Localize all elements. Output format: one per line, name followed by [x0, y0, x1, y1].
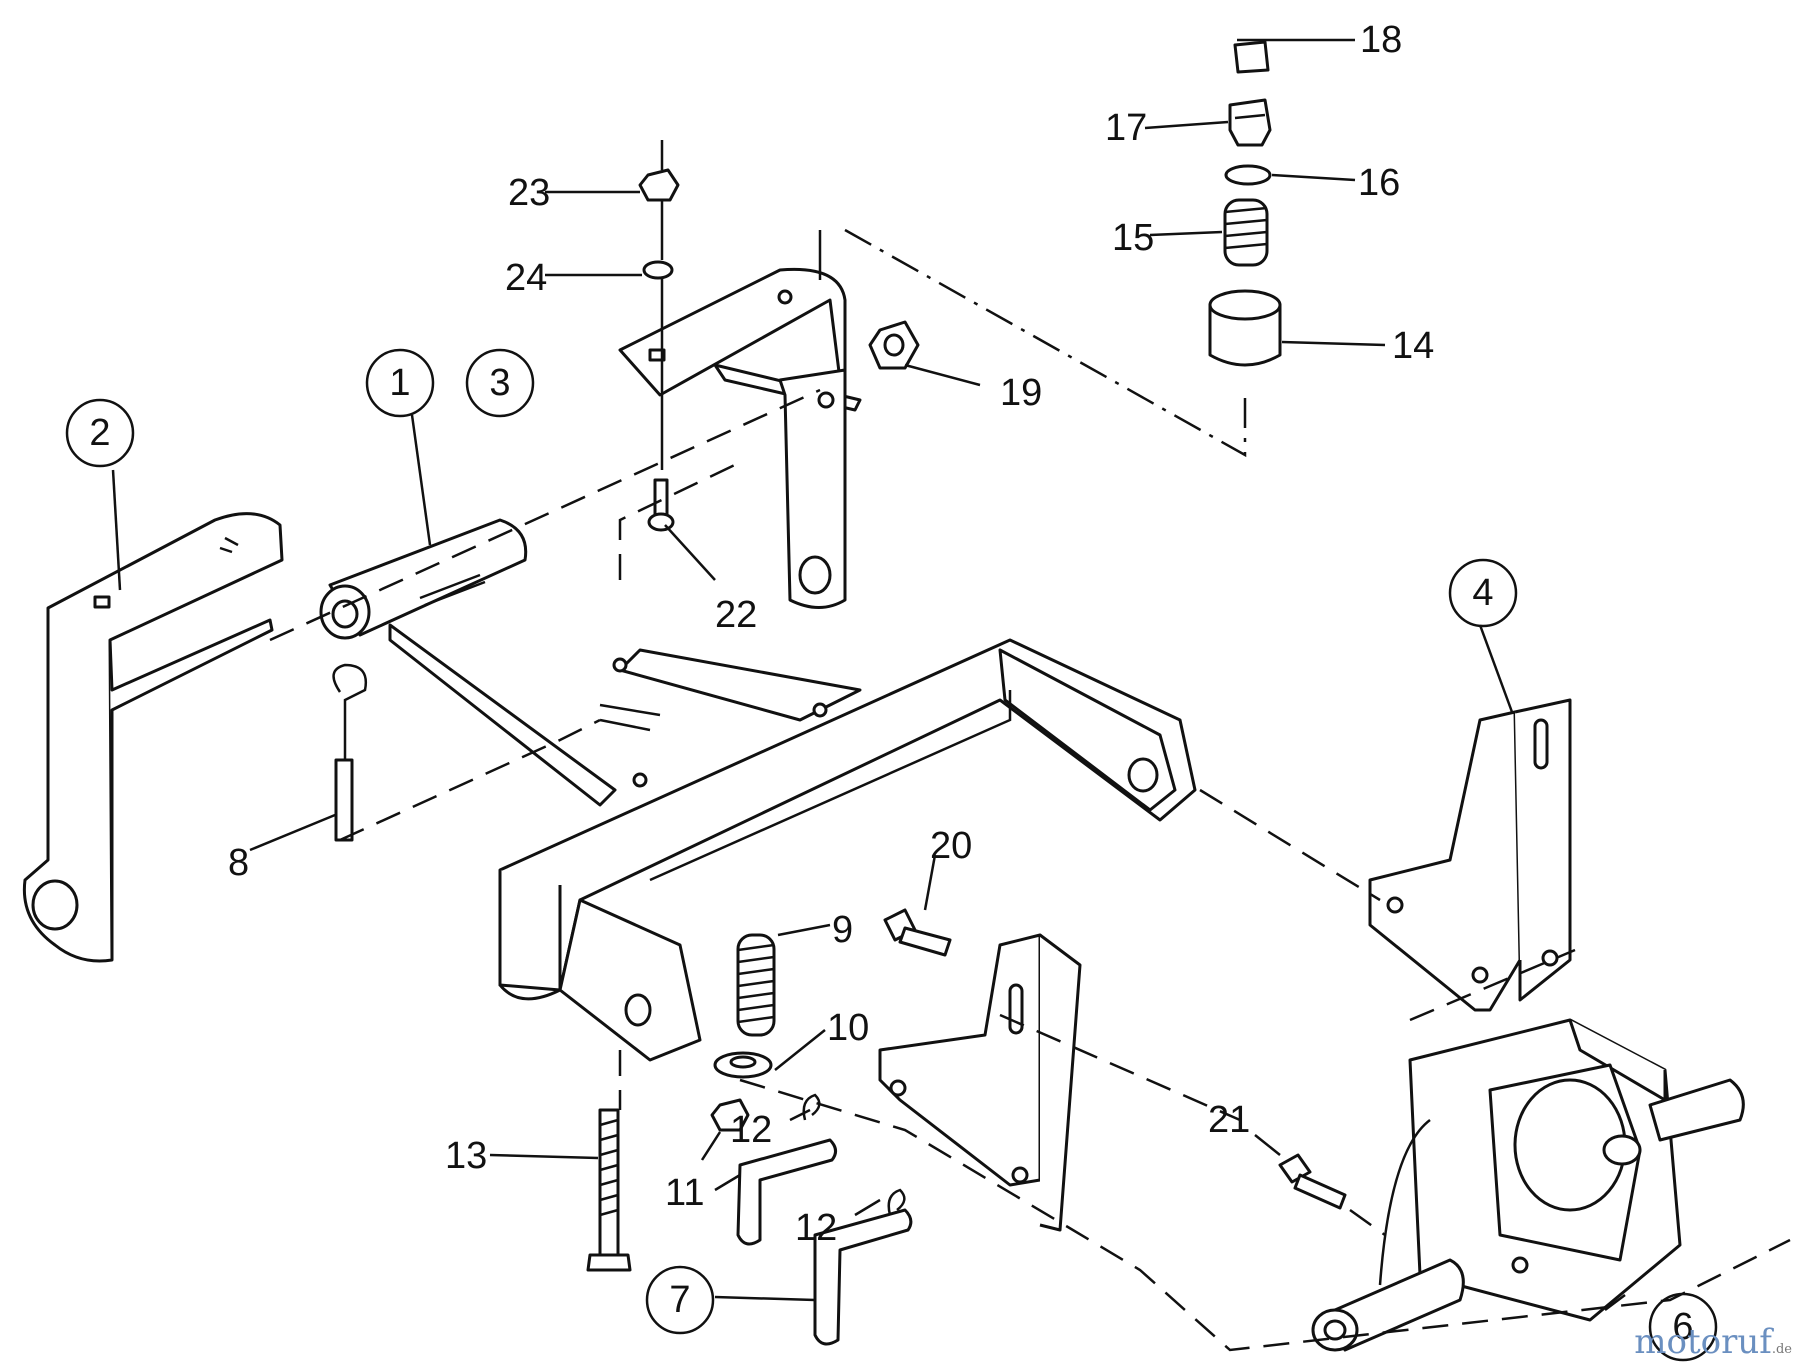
- part-label-14: 14: [1392, 325, 1434, 367]
- bolt-13: [586, 1108, 632, 1272]
- main-frame: [388, 623, 1197, 1062]
- part-label-23: 23: [508, 172, 550, 214]
- part-label-12b: 12: [795, 1207, 837, 1249]
- part-label-16: 16: [1358, 162, 1400, 204]
- watermark-suffix: .de: [1771, 1342, 1792, 1357]
- cross-tube: [319, 518, 528, 640]
- callout-circles: [65, 348, 1718, 1362]
- washer-10: [713, 1051, 773, 1079]
- part-label-8: 8: [228, 842, 249, 884]
- hitch-pin-8: [332, 663, 368, 842]
- part-label-9: 9: [832, 909, 853, 951]
- callout-label-6: 6: [1672, 1306, 1693, 1348]
- nut-11: [710, 1098, 750, 1132]
- screw-22: [647, 478, 675, 532]
- part-number-labels: 8 9 10 11 12 12 13 14 15 16 17 18 19 20 …: [228, 19, 1434, 1249]
- gearbox-housing: [1311, 1018, 1745, 1352]
- leader-lines: [111, 38, 1626, 1311]
- part-label-13: 13: [445, 1135, 487, 1177]
- callout-labels: 1 2 3 4 6 7: [89, 362, 1693, 1348]
- callout-label-2: 2: [89, 412, 110, 454]
- cap-18: [1233, 40, 1270, 74]
- watermark-logo: motoruf.de: [1634, 1322, 1792, 1362]
- spring-15: [1223, 198, 1269, 267]
- callout-label-7: 7: [669, 1279, 690, 1321]
- callout-circle-1: [365, 348, 435, 418]
- washer-24: [642, 260, 674, 280]
- watermark-brand: motoruf: [1634, 1322, 1772, 1362]
- nut-23: [638, 168, 680, 202]
- part-label-18: 18: [1360, 19, 1402, 61]
- ring-16: [1224, 164, 1272, 186]
- bolt-21: [1278, 1153, 1347, 1210]
- part-label-21: 21: [1208, 1099, 1250, 1141]
- part-label-24: 24: [505, 257, 547, 299]
- lift-arm-left: [22, 512, 284, 963]
- part-label-15: 15: [1112, 217, 1154, 259]
- part-label-17: 17: [1105, 107, 1147, 149]
- clip-12b: [887, 1188, 906, 1216]
- part-label-11: 11: [665, 1172, 704, 1214]
- part-label-12a: 12: [730, 1109, 772, 1151]
- nut-17: [1228, 98, 1272, 147]
- callout-circle-7: [645, 1265, 715, 1335]
- side-plate-middle: [878, 933, 1082, 1232]
- callout-label-4: 4: [1472, 572, 1493, 614]
- callout-label-1: 1: [389, 362, 410, 404]
- callout-circle-4: [1448, 558, 1518, 628]
- side-plate-right: [1368, 698, 1572, 1012]
- nut-19: [868, 320, 920, 370]
- part-label-19: 19: [1000, 372, 1042, 414]
- part-label-10: 10: [827, 1007, 869, 1049]
- bolt-20: [883, 908, 952, 957]
- upper-bracket: [618, 267, 862, 609]
- pin-7b: [813, 1208, 913, 1346]
- callout-circle-6: [1648, 1292, 1718, 1362]
- callout-label-3: 3: [489, 362, 510, 404]
- assembly-lines: [269, 140, 1791, 1352]
- spring-9: [736, 933, 776, 1037]
- bushing-14: [1208, 289, 1282, 367]
- part-label-22: 22: [715, 594, 757, 636]
- part-label-20: 20: [930, 825, 972, 867]
- clip-12a: [802, 1093, 821, 1121]
- callout-circle-2: [65, 398, 135, 468]
- pin-7a: [736, 1138, 837, 1246]
- callout-circle-3: [465, 348, 535, 418]
